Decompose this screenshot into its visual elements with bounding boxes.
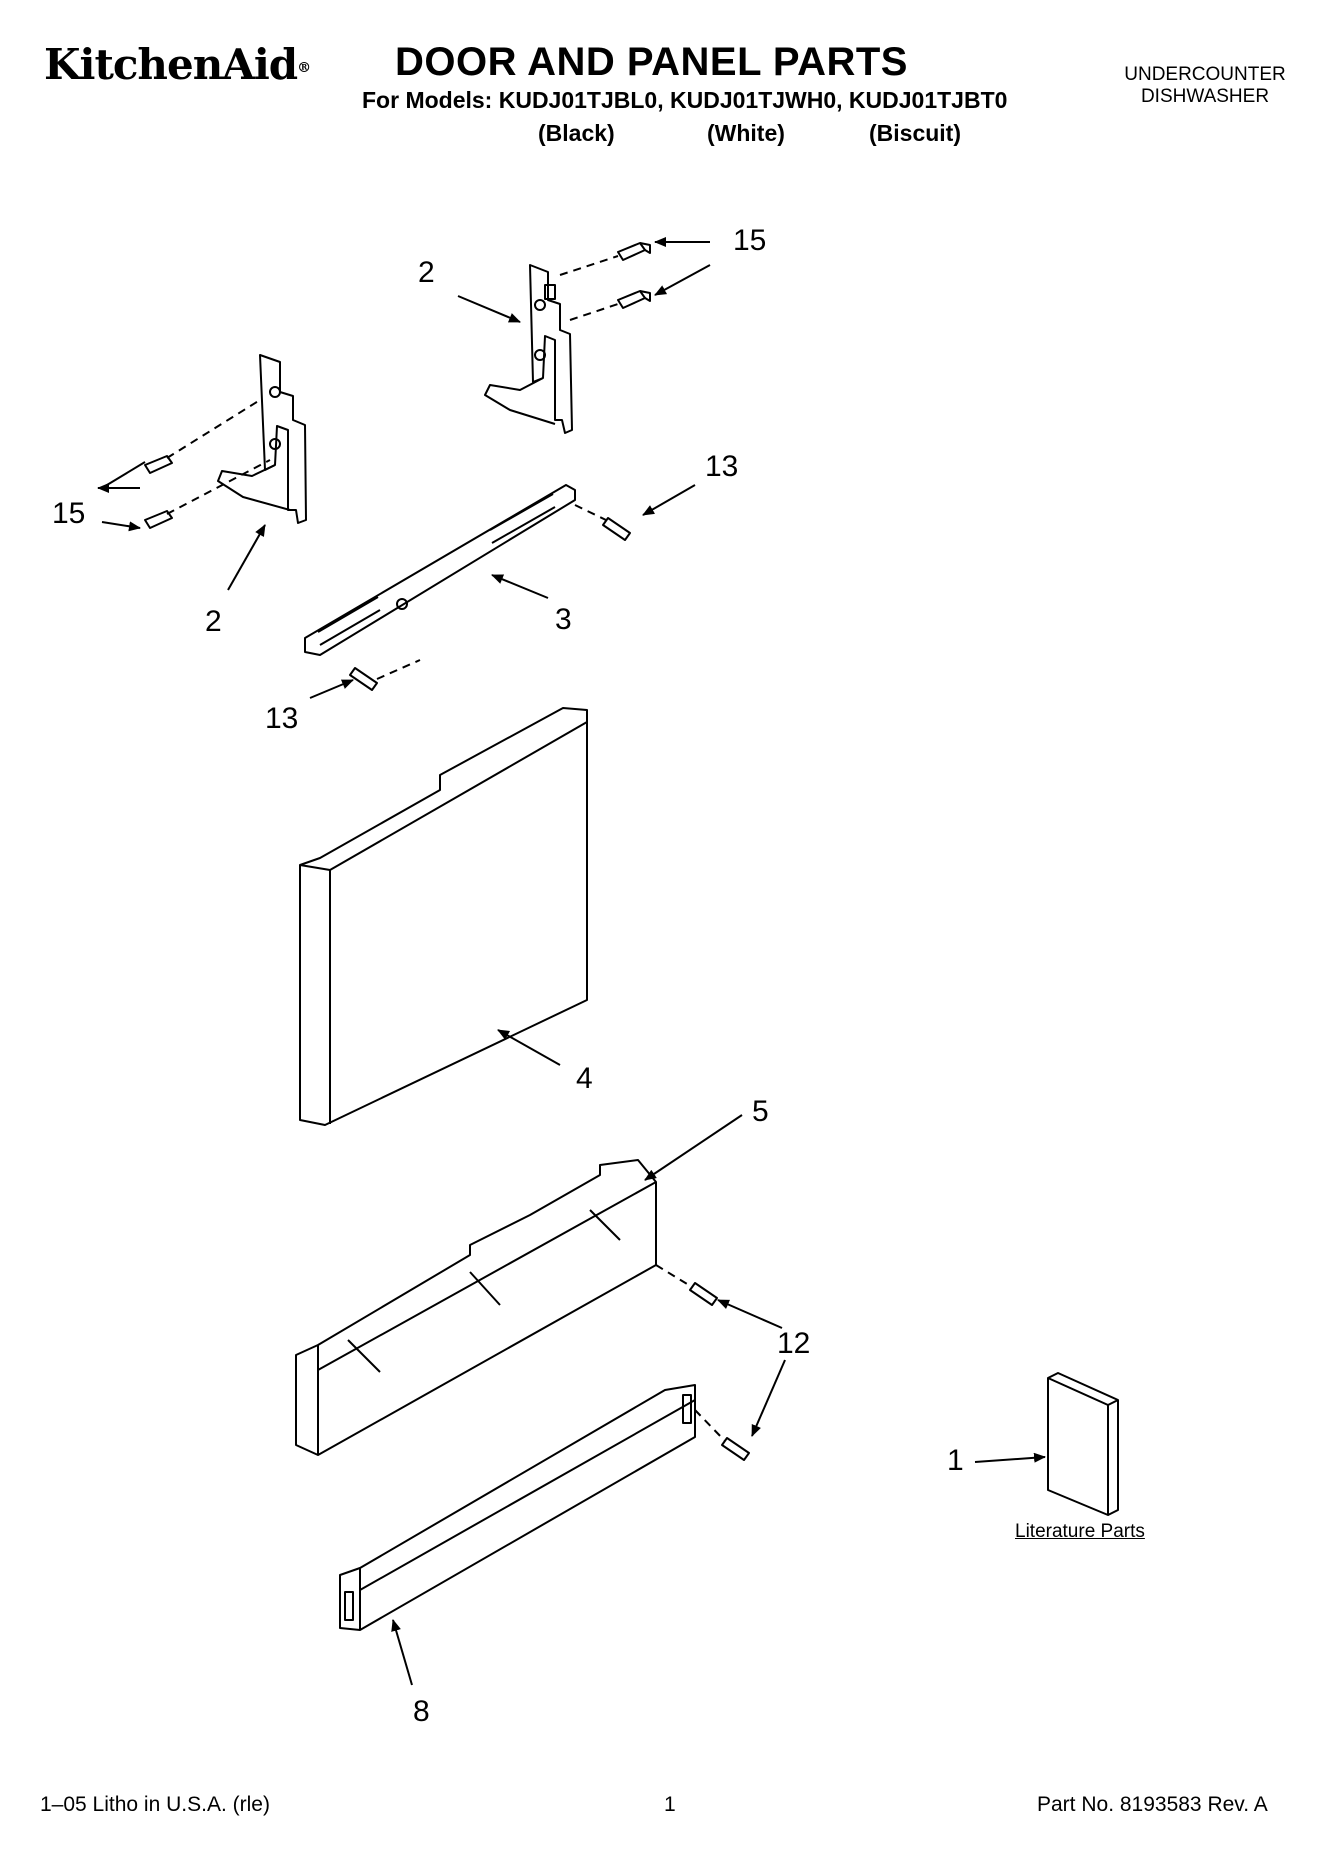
screw-15-left-b bbox=[144, 510, 173, 529]
door-panel bbox=[299, 707, 588, 1126]
callout-2-bottom: 2 bbox=[205, 605, 222, 638]
callout-4: 4 bbox=[576, 1062, 593, 1095]
callout-15-left: 15 bbox=[52, 497, 86, 530]
brand-logo: KitchenAid® bbox=[44, 40, 311, 89]
variant-black: (Black) bbox=[538, 120, 615, 146]
screw-12-a bbox=[689, 1282, 718, 1306]
callout-13-left: 13 bbox=[265, 702, 299, 735]
screw-13-left bbox=[349, 667, 378, 691]
product-type: UNDERCOUNTER DISHWASHER bbox=[1085, 64, 1325, 108]
page-number: 1 bbox=[664, 1793, 676, 1816]
callout-13-right: 13 bbox=[705, 450, 739, 483]
leader-8 bbox=[391, 1619, 413, 1686]
variant-biscuit: (Biscuit) bbox=[869, 120, 961, 146]
toe-panel-bracket bbox=[295, 1159, 657, 1456]
door-hinge-bracket-upper bbox=[484, 264, 573, 434]
leader-12-b bbox=[751, 1359, 786, 1437]
variant-white: (White) bbox=[707, 120, 785, 146]
footer-litho: 1–05 Litho in U.S.A. (rle) bbox=[40, 1793, 270, 1816]
screw-15-left-a bbox=[144, 455, 173, 474]
callout-8: 8 bbox=[413, 1695, 430, 1728]
callout-15-top: 15 bbox=[733, 224, 767, 257]
callout-2-top: 2 bbox=[418, 256, 435, 289]
models-line: For Models: KUDJ01TJBL0, KUDJ01TJWH0, KU… bbox=[362, 87, 1008, 113]
leader-4 bbox=[497, 1029, 561, 1066]
part-number: Part No. 8193583 Rev. A bbox=[1037, 1793, 1268, 1816]
page-title: DOOR AND PANEL PARTS bbox=[395, 40, 908, 84]
leader-2-top bbox=[457, 295, 521, 323]
leader-13-left bbox=[309, 679, 354, 699]
door-hinge-bracket-lower bbox=[217, 354, 307, 524]
callout-12: 12 bbox=[777, 1327, 811, 1360]
literature-parts-label: Literature Parts bbox=[1015, 1521, 1145, 1542]
leader-15-top-b bbox=[654, 264, 711, 296]
callout-5: 5 bbox=[752, 1095, 769, 1128]
leader-5 bbox=[644, 1114, 743, 1181]
door-rail bbox=[304, 484, 576, 656]
leader-2-bottom bbox=[227, 524, 266, 591]
screw-13-right bbox=[602, 517, 631, 541]
product-line-2: DISHWASHER bbox=[1140, 86, 1270, 107]
product-line-1: UNDERCOUNTER bbox=[1124, 64, 1286, 85]
screw-15-top-a bbox=[617, 242, 651, 261]
screw-12-b bbox=[721, 1437, 750, 1461]
callout-3: 3 bbox=[555, 603, 572, 636]
screw-15-top-b bbox=[617, 290, 651, 309]
callout-1: 1 bbox=[947, 1444, 964, 1477]
leader-12-a bbox=[717, 1299, 783, 1329]
leader-13-right bbox=[642, 484, 696, 516]
leader-1 bbox=[974, 1452, 1046, 1463]
kick-plate bbox=[339, 1384, 696, 1631]
leader-3 bbox=[491, 574, 549, 599]
literature-booklet bbox=[1047, 1372, 1119, 1516]
leader-15-left-b bbox=[101, 521, 141, 532]
registered-mark: ® bbox=[297, 60, 311, 76]
leader-15-left-a bbox=[101, 461, 146, 489]
